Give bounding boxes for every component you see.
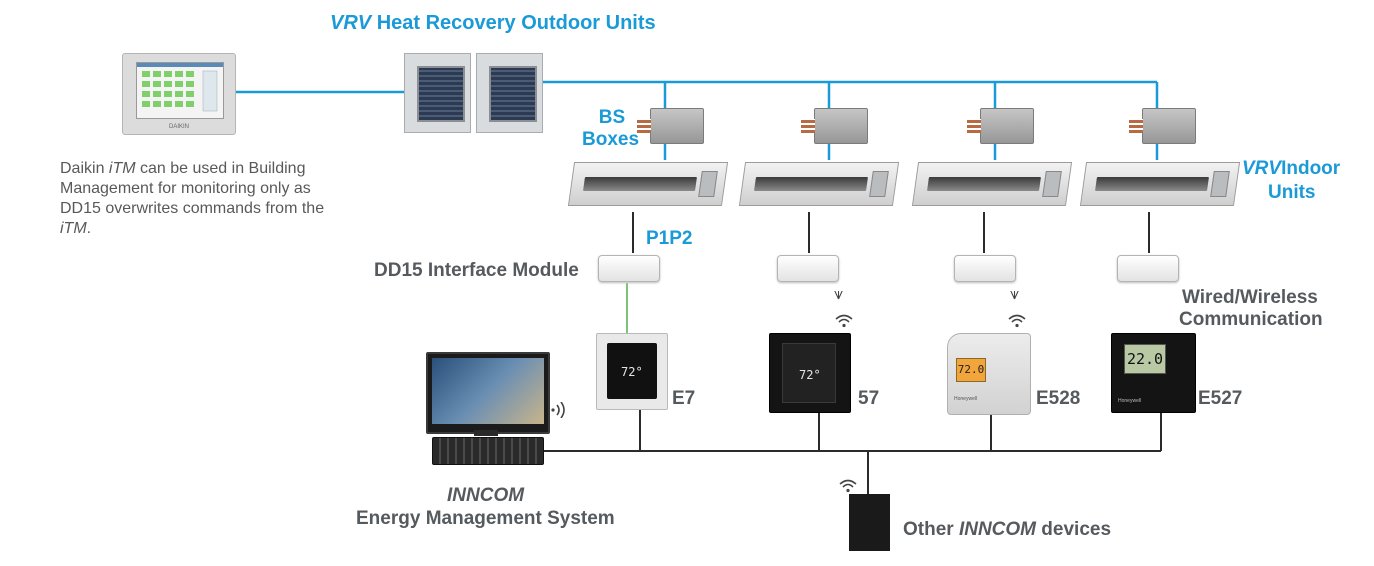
indoor-label-2: Units bbox=[1268, 182, 1316, 203]
monitor-stand bbox=[474, 430, 498, 436]
note-text-3: . bbox=[86, 220, 92, 237]
thermostat-e7-face: 72° bbox=[607, 343, 657, 399]
ems-label: Energy Management System bbox=[356, 508, 615, 529]
outdoor-unit-2 bbox=[476, 53, 543, 133]
indoor-grille bbox=[583, 177, 697, 191]
e527-label: E527 bbox=[1198, 388, 1243, 409]
e527-brand: Honeywell bbox=[1118, 398, 1142, 404]
dd15-label: DD15 Interface Module bbox=[374, 260, 579, 281]
pipe-stubs bbox=[1129, 119, 1143, 133]
e528-display: 72.0 bbox=[956, 358, 986, 382]
thermostat-57-face: 72° bbox=[782, 343, 836, 403]
e7-label: E7 bbox=[672, 388, 696, 409]
thermostat-57: 72° bbox=[769, 333, 851, 413]
note-text-1: Daikin bbox=[60, 160, 109, 177]
wireless-signal-icon: ⩛ bbox=[1010, 284, 1020, 303]
pipe-stubs bbox=[801, 119, 815, 133]
p1p2-label: P1P2 bbox=[646, 228, 693, 249]
indoor-unit-2 bbox=[738, 162, 900, 206]
indoor-grille bbox=[927, 177, 1041, 191]
indoor-grille bbox=[754, 177, 868, 191]
p1p2-lines bbox=[632, 212, 1150, 253]
pipe-stubs bbox=[637, 119, 651, 133]
outdoor-fan-grille bbox=[417, 66, 465, 122]
refrigerant-lines bbox=[234, 80, 1159, 160]
outdoor-fan-grille bbox=[489, 66, 537, 122]
indoor-control-box bbox=[1042, 171, 1062, 197]
itm-brand: DAIKIN bbox=[168, 124, 189, 130]
inncom-label: INNCOM bbox=[447, 485, 524, 507]
note-itm-1: iTM bbox=[108, 160, 136, 177]
outdoor-title: VRV Heat Recovery Outdoor Units bbox=[330, 12, 656, 35]
bs-box-3 bbox=[967, 108, 1034, 144]
other-inncom-device bbox=[849, 494, 890, 551]
keyboard bbox=[432, 437, 544, 465]
thermostat-e527: 22.0 Honeywell bbox=[1111, 333, 1196, 413]
indoor-control-box bbox=[869, 171, 889, 197]
wifi-icon bbox=[1008, 313, 1026, 332]
indoor-label-text: Indoor bbox=[1281, 158, 1341, 179]
other-devices-label: Other INNCOM devices bbox=[903, 519, 1111, 541]
other-suffix: devices bbox=[1036, 519, 1112, 540]
itm-note: Daikin iTM can be used in Building Manag… bbox=[60, 159, 340, 239]
outdoor-unit-1 bbox=[404, 53, 471, 133]
outdoor-title-text: Heat Recovery Outdoor Units bbox=[376, 12, 656, 34]
e527-display: 22.0 bbox=[1124, 344, 1166, 374]
indoor-control-box bbox=[1210, 171, 1230, 197]
thermostat-e528: 72.0 Honeywell bbox=[947, 333, 1031, 415]
ems-monitor bbox=[426, 352, 550, 434]
vrv-brand-indoor: VRV bbox=[1242, 158, 1282, 179]
wired-label-2: Communication bbox=[1179, 309, 1323, 330]
dd15-module-1 bbox=[598, 255, 660, 282]
vrv-brand: VRV bbox=[330, 12, 372, 34]
itm-screen bbox=[136, 62, 224, 119]
dd15-module-3 bbox=[954, 255, 1016, 282]
e528-label: E528 bbox=[1036, 388, 1081, 409]
indoor-unit-3 bbox=[911, 162, 1073, 206]
thermostat-e7: 72° bbox=[596, 333, 668, 410]
wireless-signal-icon: ⩛ bbox=[834, 284, 844, 303]
bs-label-1: BS bbox=[598, 107, 626, 128]
indoor-control-box bbox=[698, 171, 718, 197]
e528-brand: Honeywell bbox=[954, 396, 978, 402]
indoor-unit-1 bbox=[567, 162, 729, 206]
indoor-grille bbox=[1095, 177, 1209, 191]
other-prefix: Other bbox=[903, 519, 959, 540]
other-inncom-brand: INNCOM bbox=[958, 519, 1037, 540]
bs-label-2: Boxes bbox=[582, 129, 640, 150]
network-bus bbox=[540, 408, 1162, 494]
indoor-label-1: VRVIndoor bbox=[1242, 158, 1340, 180]
note-itm-2: iTM bbox=[60, 220, 87, 237]
itm-controller: DAIKIN bbox=[122, 53, 236, 135]
bs-box-1 bbox=[637, 108, 704, 144]
note-text-2: can be used in Building Management for m… bbox=[60, 160, 325, 217]
wireless-signal-icon bbox=[550, 401, 568, 422]
bs-box-4 bbox=[1129, 108, 1196, 144]
dd15-module-4 bbox=[1117, 255, 1179, 282]
dd15-module-2 bbox=[777, 255, 839, 282]
pipe-stubs bbox=[967, 119, 981, 133]
inncom-brand: INNCOM bbox=[447, 485, 525, 506]
e7-temp: 72° bbox=[621, 365, 643, 379]
t57-temp: 72° bbox=[799, 368, 821, 382]
wired-label-1: Wired/Wireless bbox=[1182, 287, 1318, 308]
ems-screen bbox=[432, 358, 544, 424]
bs-box-2 bbox=[801, 108, 868, 144]
indoor-unit-4 bbox=[1079, 162, 1241, 206]
wifi-icon bbox=[839, 478, 857, 497]
wifi-icon bbox=[835, 313, 853, 332]
t57-label: 57 bbox=[858, 388, 880, 409]
